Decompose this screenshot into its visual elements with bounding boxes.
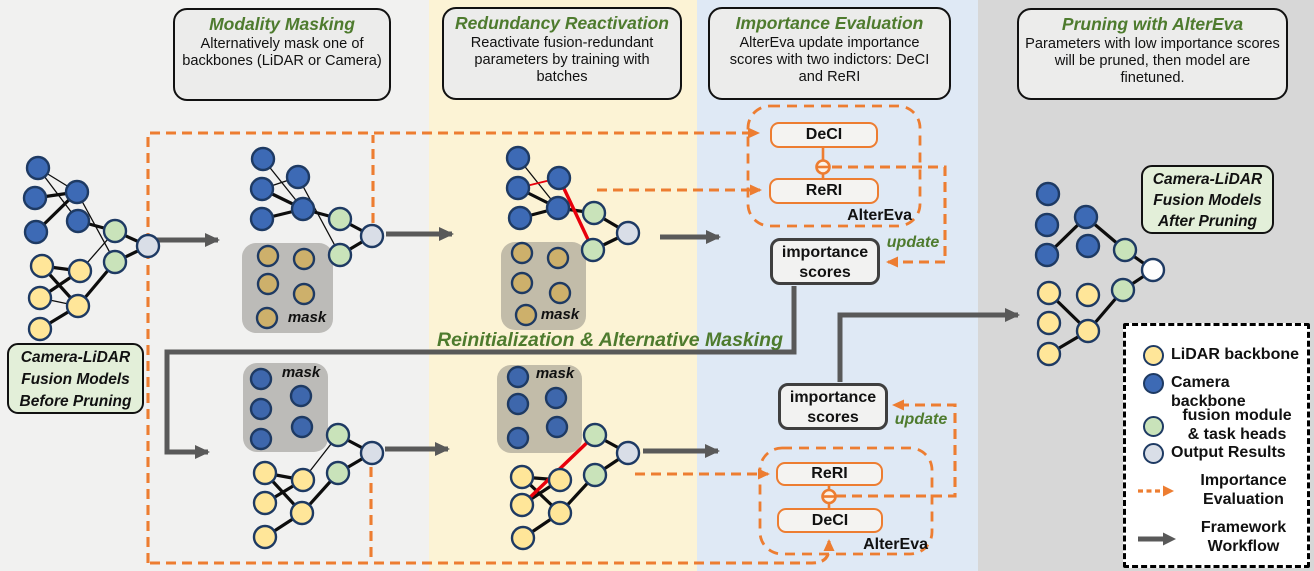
reri-box-bottom: ReRI	[776, 462, 883, 486]
altereva-label-bottom: AlterEva	[863, 536, 928, 553]
legend-label: Importance Evaluation	[1200, 472, 1287, 508]
workflow-arrows	[156, 227, 1020, 459]
importance-evaluation-paths	[146, 104, 957, 565]
lidar-node-icon	[1143, 345, 1164, 366]
model-after-label: Camera-LiDAR Fusion Models After Pruning	[1141, 165, 1274, 234]
legend: LiDAR backbone Camera backbone fusion mo…	[1123, 323, 1310, 568]
stage-body: Alternatively mask one of backbones (LiD…	[182, 36, 382, 70]
legend-label: LiDAR backbone	[1171, 346, 1300, 363]
network-after-pruning	[1034, 181, 1166, 367]
stage-box-pruning: Pruning with AlterEva Parameters with lo…	[1017, 8, 1288, 100]
stage-body: Parameters with low importance scores wi…	[1025, 36, 1280, 87]
model-before-label: Camera-LiDAR Fusion Models Before Prunin…	[7, 343, 144, 414]
network-lidar-masked	[249, 146, 385, 330]
deci-box-bottom: DeCI	[777, 508, 883, 533]
stage-title: Pruning with AlterEva	[1061, 14, 1244, 34]
network-before-pruning	[22, 155, 161, 342]
dashed-arrow-icon	[1138, 485, 1174, 497]
stage-title: Redundancy Reactivation	[455, 13, 669, 33]
importance-scores-box-bottom: importance scores	[778, 383, 888, 430]
stage-box-redundancy-reactivation: Redundancy Reactivation Reactivate fusio…	[442, 7, 682, 100]
network-camera-masked	[249, 367, 385, 550]
deci-box-top: DeCI	[770, 122, 878, 148]
mask-label: mask	[535, 365, 575, 382]
camera-node-icon	[1143, 373, 1164, 394]
solid-arrow-icon	[1138, 532, 1176, 546]
reri-box-top: ReRI	[769, 178, 879, 204]
legend-label: fusion module & task heads	[1182, 407, 1292, 443]
network-reactivated-top	[505, 145, 641, 327]
update-label-bottom: update	[894, 411, 948, 428]
legend-label: Output Results	[1171, 444, 1286, 461]
legend-label: Camera backbone	[1171, 374, 1246, 410]
altereva-label-top: AlterEva	[847, 207, 912, 224]
stage-box-importance-evaluation: Importance Evaluation AlterEva update im…	[708, 7, 951, 100]
importance-scores-box-top: importance scores	[770, 238, 880, 285]
indicator-combine-junctions	[815, 148, 837, 508]
output-node-icon	[1143, 443, 1164, 464]
reinitialization-caption: Reinitialization & Alternative Masking	[436, 329, 783, 351]
legend-label: Framework Workflow	[1200, 519, 1287, 555]
mask-label: mask	[281, 364, 321, 381]
stage-body: AlterEva update importance scores with t…	[729, 35, 930, 86]
fusion-node-icon	[1143, 416, 1164, 437]
stage-body: Reactivate fusion-redundant parameters b…	[470, 35, 654, 86]
update-label-top: update	[886, 234, 940, 251]
network-reactivated-bottom	[506, 365, 641, 551]
mask-label: mask	[287, 309, 327, 326]
stage-title: Modality Masking	[209, 14, 355, 34]
stage-title: Importance Evaluation	[735, 13, 924, 33]
mask-label: mask	[540, 306, 580, 323]
stage-box-modality-masking: Modality Masking Alternatively mask one …	[173, 8, 391, 101]
